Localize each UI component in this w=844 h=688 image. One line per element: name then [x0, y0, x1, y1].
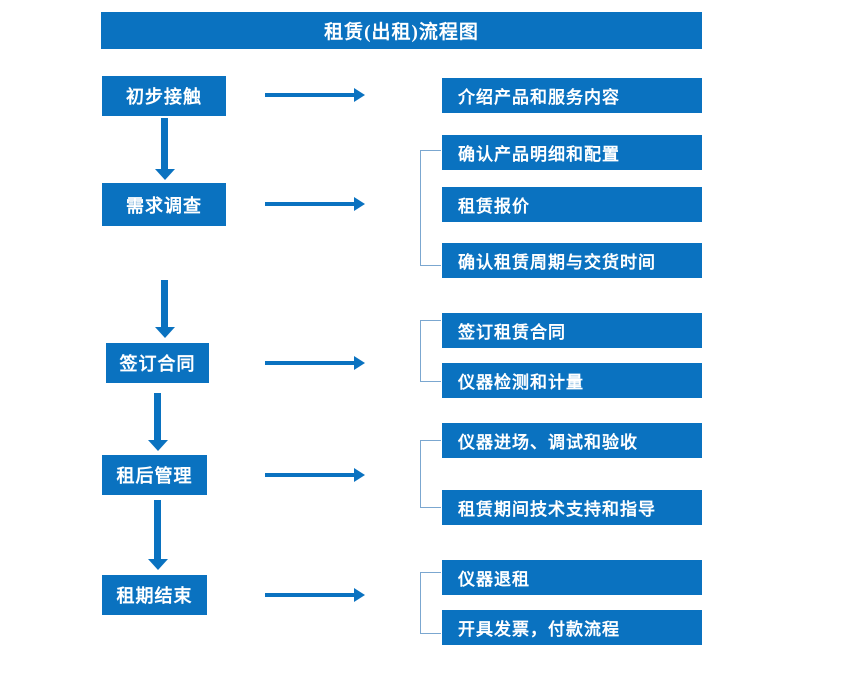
arrow-right-icon-2	[265, 197, 365, 211]
arrow-right-icon-1	[265, 88, 365, 102]
group-bracket-icon-3	[420, 320, 441, 382]
stage-box-5[interactable]: 租期结束	[102, 575, 207, 615]
page-title: 租赁(出租)流程图	[101, 12, 702, 49]
arrow-down-icon-1	[155, 118, 175, 180]
detail-box-8[interactable]: 租赁期间技术支持和指导	[442, 490, 702, 525]
stage-box-3[interactable]: 签订合同	[106, 343, 209, 383]
detail-box-7[interactable]: 仪器进场、调试和验收	[442, 423, 702, 458]
stage-box-1[interactable]: 初步接触	[102, 76, 226, 116]
detail-box-10[interactable]: 开具发票，付款流程	[442, 610, 702, 645]
group-bracket-icon-5	[420, 572, 441, 634]
arrow-down-icon-3	[148, 393, 168, 451]
arrow-right-icon-5	[265, 588, 365, 602]
detail-box-4[interactable]: 确认租赁周期与交货时间	[442, 243, 702, 278]
group-bracket-icon-2	[420, 150, 441, 266]
detail-box-9[interactable]: 仪器退租	[442, 560, 702, 595]
detail-box-5[interactable]: 签订租赁合同	[442, 313, 702, 348]
arrow-down-icon-2	[155, 280, 175, 338]
detail-box-6[interactable]: 仪器检测和计量	[442, 363, 702, 398]
stage-box-2[interactable]: 需求调查	[102, 183, 226, 226]
arrow-right-icon-4	[265, 468, 365, 482]
arrow-down-icon-4	[148, 500, 168, 570]
arrow-right-icon-3	[265, 356, 365, 370]
group-bracket-icon-4	[420, 440, 441, 508]
stage-box-4[interactable]: 租后管理	[102, 455, 207, 495]
detail-box-3[interactable]: 租赁报价	[442, 187, 702, 222]
detail-box-1[interactable]: 介绍产品和服务内容	[442, 78, 702, 113]
detail-box-2[interactable]: 确认产品明细和配置	[442, 135, 702, 170]
